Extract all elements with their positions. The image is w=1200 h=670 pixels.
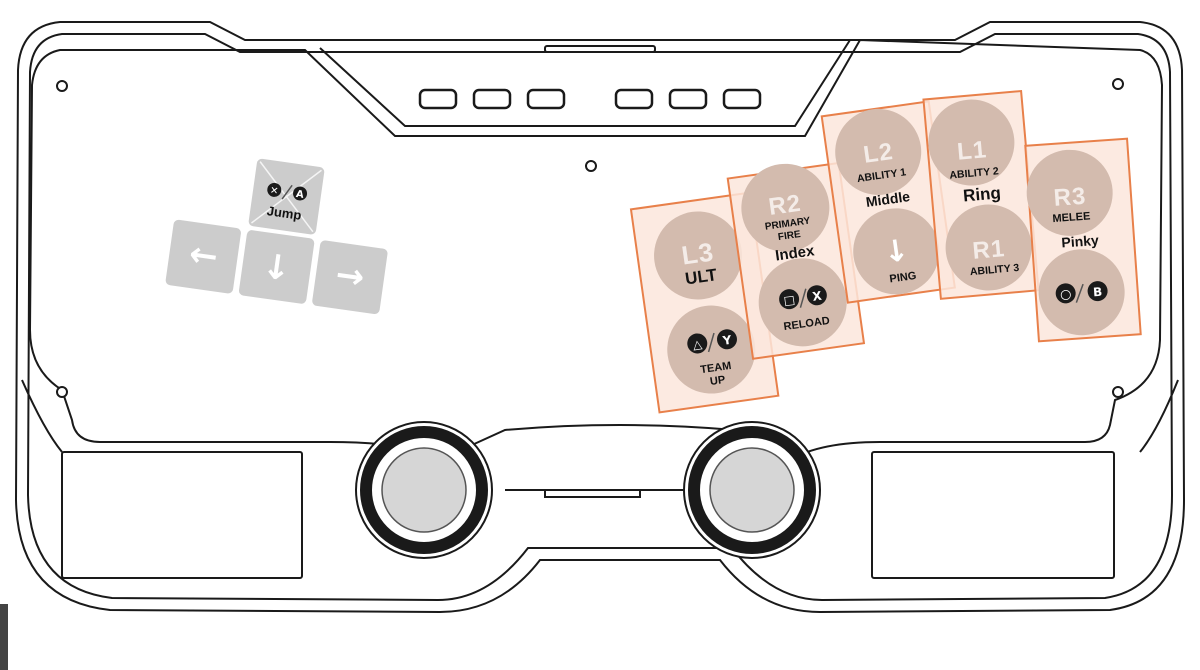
key-right[interactable]: →: [310, 238, 390, 317]
l3-code: L3: [680, 236, 716, 270]
y-glyph: Y: [721, 333, 733, 348]
r3-code: R3: [1053, 183, 1087, 212]
menu-button-2[interactable]: [472, 88, 512, 110]
key-up[interactable]: ✕ A Jump: [246, 156, 327, 237]
circle-glyph: ○: [1060, 287, 1072, 303]
l1-code: L1: [956, 136, 988, 166]
ability-3-label: ABILITY 3: [969, 262, 1019, 278]
menu-button-3[interactable]: [526, 88, 566, 110]
screw-hole: [56, 386, 68, 398]
index-group: R2 PRIMARY FIRE Index □ X RELOAD: [726, 158, 866, 360]
square-button-icon: [779, 289, 800, 310]
cross-button-icon: [267, 182, 282, 197]
ult-label: ULT: [684, 265, 719, 288]
jump-label: Jump: [266, 203, 302, 223]
key-down[interactable]: ↓: [236, 228, 317, 306]
arrow-right-icon: →: [333, 254, 367, 298]
screw-holes: [56, 78, 1124, 398]
ring-group: L1 ABILITY 2 Ring R1 ABILITY 3: [922, 89, 1040, 300]
l2-code: L2: [862, 138, 895, 169]
x-glyph: X: [811, 289, 823, 304]
menu-button-5[interactable]: [668, 88, 708, 110]
l1-button[interactable]: L1 ABILITY 2: [925, 96, 1018, 189]
menu-button-1[interactable]: [418, 88, 458, 110]
pinky-group: R3 MELEE Pinky ○ B: [1024, 137, 1142, 343]
b-glyph: B: [1093, 285, 1103, 300]
ring-finger-label: Ring: [962, 183, 1001, 205]
screw-hole: [1112, 386, 1124, 398]
a-glyph: A: [295, 189, 304, 201]
ability-2-label: ABILITY 2: [949, 165, 999, 181]
r1-button[interactable]: R1 ABILITY 3: [942, 201, 1035, 294]
square-glyph: □: [783, 292, 796, 307]
screw-hole: [56, 80, 68, 92]
l2-button[interactable]: L2 ABILITY 1: [830, 103, 927, 200]
r3-button[interactable]: R3 MELEE: [1024, 147, 1116, 239]
pinky-finger-label: Pinky: [1061, 232, 1100, 251]
ping-label: PING: [889, 270, 917, 286]
menu-button-4[interactable]: [614, 88, 654, 110]
arrow-left-icon: ←: [187, 234, 221, 278]
x-button-icon: [806, 285, 827, 306]
arrow-down-icon: ↓: [260, 246, 294, 290]
middle-finger-label: Middle: [865, 188, 911, 210]
dpad-down-ping-button[interactable]: ↓ PING: [848, 203, 945, 300]
left-stick[interactable]: [355, 421, 493, 559]
y-button-icon: [716, 329, 737, 350]
triangle-button-icon: [687, 333, 708, 354]
r2-code: R2: [767, 190, 803, 221]
a-button-icon: [293, 186, 308, 201]
arrow-keys: ✕ A Jump ← ↓ →: [163, 156, 390, 317]
circle-b-button[interactable]: ○ B: [1036, 246, 1128, 338]
circle-button-icon: [1055, 283, 1076, 304]
screw-hole: [1112, 78, 1124, 90]
arrow-down-icon: ↓: [881, 233, 911, 271]
melee-label: MELEE: [1052, 210, 1091, 225]
triangle-glyph: △: [692, 337, 704, 352]
screw-hole: [585, 160, 597, 172]
menu-button-6[interactable]: [722, 88, 762, 110]
up-label: UP: [709, 374, 726, 388]
triangle-y-button[interactable]: △ Y TEAM UP: [662, 300, 761, 399]
edge-marker: [0, 604, 8, 670]
square-x-button[interactable]: □ X RELOAD: [753, 253, 852, 352]
l3-button[interactable]: L3 ULT: [648, 206, 747, 305]
menu-buttons: [418, 88, 762, 110]
middle-group: L2 ABILITY 1 Middle ↓ PING: [820, 100, 956, 304]
r2-button[interactable]: R2 PRIMARY FIRE: [736, 158, 835, 257]
key-left[interactable]: ←: [163, 217, 243, 296]
b-button-icon: [1087, 281, 1108, 302]
team-label: TEAM: [700, 360, 733, 376]
cross-glyph: ✕: [269, 185, 279, 197]
right-stick[interactable]: [683, 421, 821, 559]
r1-code: R1: [971, 235, 1006, 265]
controller-outline: [14, 21, 1186, 614]
fire-label: FIRE: [777, 229, 801, 243]
